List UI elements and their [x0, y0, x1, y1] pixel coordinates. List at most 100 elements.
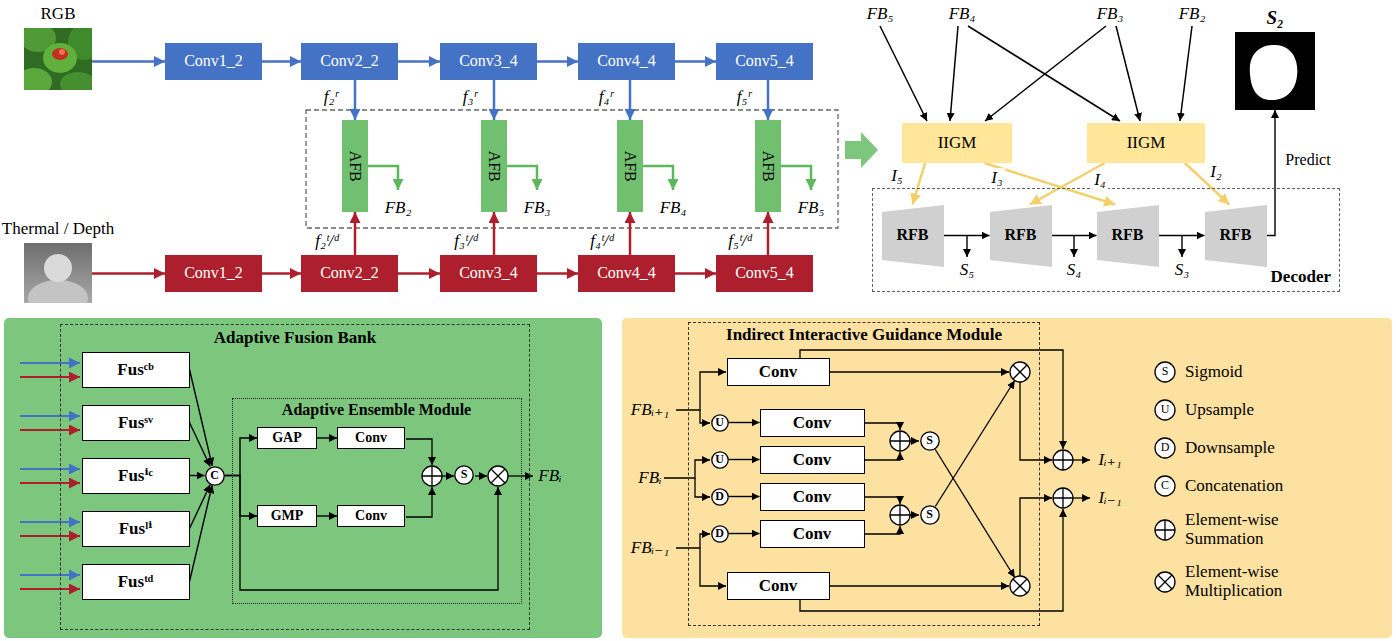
connector: [767, 212, 770, 255]
circle-outline: [455, 466, 473, 484]
node-text: Conv: [793, 413, 832, 433]
connector: [493, 212, 496, 255]
node-text: Conv2_2: [320, 264, 379, 282]
connector: [225, 438, 258, 476]
wire: [1020, 382, 1052, 460]
legend-text: Downsample: [1185, 439, 1315, 458]
node-text: U: [715, 453, 724, 467]
fb-input-arrow: [968, 26, 1120, 121]
decoder-group: DecoderRFBRFBRFBRFB: [872, 188, 1340, 292]
connector: [190, 485, 213, 581]
fusion-input-arrow: [20, 415, 80, 417]
afb-output-arrow: [781, 166, 811, 190]
legend-text: Element-wise Summation: [1185, 511, 1315, 548]
legend-text: Concatenation: [1185, 477, 1315, 496]
rgb-conv-block: Conv2_2: [301, 43, 398, 80]
process-box: Fusᵗᵈ: [82, 564, 190, 600]
panel-background: [4, 318, 602, 638]
edge-label: I₃: [989, 168, 1005, 188]
afb-output-arrow: [368, 166, 398, 190]
process-box: Conv: [337, 427, 405, 449]
circle-outline: [711, 488, 727, 504]
fusion-input-arrow: [20, 574, 80, 576]
connector: [493, 80, 496, 120]
node-text: GMP: [271, 508, 304, 524]
node-text: C: [210, 469, 219, 483]
node-text: RFB: [1112, 226, 1144, 244]
process-box: Fusⁱᶜ: [82, 458, 190, 494]
node-text: Adaptive Ensemble Module: [282, 401, 471, 419]
wire: [1073, 459, 1090, 460]
node-text: Fusˢᵛ: [118, 413, 153, 433]
node-text: Conv3_4: [459, 264, 518, 282]
rgb-conv-block: Conv1_2: [165, 43, 262, 80]
node-text: Conv: [793, 487, 832, 507]
wire: [1073, 497, 1090, 498]
legend-symbol: [1155, 520, 1175, 540]
sum-symbol: [1053, 488, 1073, 508]
sum-symbol: [1053, 488, 1073, 508]
feature-label: FB₅: [798, 198, 825, 218]
circle-outline: [205, 466, 223, 484]
fb-input-arrow: [880, 26, 927, 121]
thermal-photo: [24, 243, 92, 303]
product-symbol: [488, 362, 1030, 596]
thermal-photo: [44, 254, 72, 282]
connector: [729, 496, 760, 497]
rgb-conv-block: Conv3_4: [440, 43, 537, 80]
connector: [675, 272, 716, 275]
operator-circle: U: [711, 451, 729, 469]
iigm-panel: Indirect Interactive Guidance ModuleConv…: [688, 322, 1040, 626]
wire: [240, 476, 498, 590]
fb-input-arrow: [1116, 26, 1140, 121]
process-box: Conv: [727, 572, 830, 600]
operator-circle: C: [205, 466, 225, 486]
sum-symbol: [422, 431, 1073, 525]
operator-circle: U: [711, 414, 729, 432]
side-output-arrow: [966, 236, 967, 257]
product-symbol: [1013, 579, 1027, 593]
circle-outline: [711, 414, 727, 430]
legend-symbol: [1155, 476, 1175, 496]
connector: [629, 212, 632, 255]
saliency-map: S₂: [1235, 32, 1315, 110]
node-text: RFB: [1220, 226, 1252, 244]
sum-symbol: [890, 431, 910, 451]
operator-circle: S: [454, 465, 474, 485]
wire: [910, 514, 919, 515]
circle-outline: [920, 505, 938, 523]
node-text: Conv2_2: [320, 52, 379, 70]
legend-symbol: [1155, 362, 1175, 592]
wire: [475, 475, 487, 476]
connector: [537, 60, 578, 63]
symbol-letter: D: [1161, 441, 1170, 455]
fusion-bank-panel: Adaptive Fusion BankFusᶜᵇFusˢᵛFusⁱᶜFusˡⁱ…: [60, 324, 530, 630]
feature-label: FB₃: [524, 198, 551, 218]
legend-text: Sigmoid: [1185, 363, 1315, 382]
node-text: RFB: [897, 226, 929, 244]
connector: [190, 423, 211, 467]
node-text: Adaptive Fusion Bank: [214, 328, 377, 348]
legend-symbol: [1158, 575, 1172, 589]
saliency-photo: [1235, 32, 1315, 110]
node-text: S₂: [1266, 7, 1283, 29]
side-output-arrow: [1181, 236, 1182, 257]
connector: [537, 272, 578, 275]
connector: [944, 235, 990, 236]
node-text: Indirect Interactive Guidance Module: [726, 325, 1002, 345]
node-text: Conv: [355, 508, 387, 524]
legend-symbol: [1155, 400, 1175, 420]
connector: [354, 212, 357, 255]
trapezoid-outline: [882, 205, 944, 267]
rgb-photo: [60, 72, 92, 90]
rgb-photo: [59, 49, 65, 55]
wire: [406, 439, 432, 465]
node-text: Conv: [793, 524, 832, 544]
legend-symbol: [1155, 520, 1175, 540]
node-text: AFB: [485, 150, 503, 181]
wire: [935, 450, 1014, 578]
process-box: Conv: [337, 505, 405, 527]
node-text: Conv4_4: [597, 52, 656, 70]
connector-group: [92, 62, 1275, 582]
operator-circle: S: [920, 431, 940, 451]
